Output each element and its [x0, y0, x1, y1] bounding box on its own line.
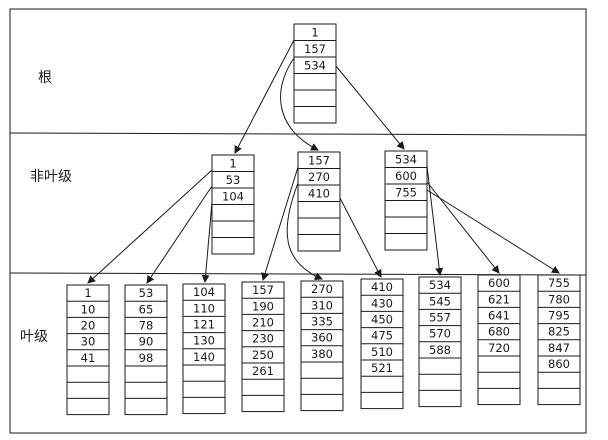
leaf-node-9: 755 780 795 825 847 860 [537, 274, 581, 406]
key-cell: 410 [371, 280, 393, 294]
key-cell: 680 [488, 325, 510, 339]
key-cell: 1 [229, 156, 236, 170]
arrow-root-to-intermediate-2 [280, 57, 319, 151]
key-cell: 335 [311, 315, 333, 329]
key-cell: 20 [81, 319, 96, 333]
key-cell: 600 [395, 169, 417, 183]
key-cell: 98 [139, 351, 154, 365]
key-cell: 755 [395, 185, 417, 199]
leaf-node-4: 157 190 210 230 250 261 [241, 281, 285, 413]
nodes-layer: 1157534153104157270410534600755110203041… [66, 23, 581, 416]
key-cell: 121 [193, 318, 215, 332]
arrow-inter1-to-leaf-2 [146, 185, 213, 284]
key-cell: 53 [139, 286, 154, 300]
key-cell: 90 [139, 335, 154, 349]
arrow-inter2-to-leaf-4 [261, 166, 299, 281]
key-cell: 270 [308, 170, 330, 184]
key-cell: 140 [193, 350, 215, 364]
key-cell: 720 [488, 341, 510, 355]
arrow-root-to-intermediate-1 [234, 39, 295, 154]
key-cell: 795 [548, 309, 570, 323]
key-cell: 430 [371, 296, 393, 310]
key-cell: 10 [81, 302, 96, 316]
key-cell: 104 [222, 189, 244, 203]
key-cell: 534 [304, 58, 326, 72]
arrow-inter2-to-leaf-6 [339, 197, 382, 278]
key-cell: 230 [252, 332, 274, 346]
key-cell: 847 [548, 341, 570, 355]
key-cell: 621 [488, 292, 510, 306]
key-cell: 1 [311, 25, 318, 39]
arrows-layer [87, 39, 560, 284]
key-cell: 641 [488, 309, 510, 323]
intermediate-node-2: 157 270 410 [297, 151, 341, 252]
arrow-inter2-to-leaf-5 [286, 182, 323, 280]
key-cell: 534 [429, 278, 451, 292]
arrow-root-to-intermediate-3 [335, 65, 405, 150]
outer-frame [9, 8, 587, 434]
key-cell: 860 [548, 357, 570, 371]
arrow-inter3-to-leaf-7 [426, 165, 444, 276]
key-cell: 250 [252, 348, 274, 362]
level-label-root: 根 [38, 70, 52, 86]
key-cell: 30 [81, 335, 96, 349]
key-cell: 110 [193, 301, 215, 315]
key-cell: 360 [311, 331, 333, 345]
key-cell: 190 [252, 299, 274, 313]
key-cell: 78 [139, 319, 154, 333]
key-cell: 600 [488, 276, 510, 290]
key-cell: 1 [84, 286, 91, 300]
root-node: 1 157 534 [293, 23, 337, 124]
leaf-node-2: 53 65 78 90 98 [124, 284, 168, 416]
level-label-intermediate: 非叶级 [30, 169, 72, 185]
key-cell: 588 [429, 343, 451, 357]
leaf-node-8: 600 621 641 680 720 [477, 274, 521, 406]
level-label-leaf: 叶级 [20, 329, 48, 345]
key-cell: 450 [371, 313, 393, 327]
key-cell: 570 [429, 327, 451, 341]
key-cell: 53 [226, 173, 241, 187]
key-cell: 380 [311, 347, 333, 361]
key-cell: 475 [371, 329, 393, 343]
key-cell: 557 [429, 311, 451, 325]
key-cell: 65 [139, 302, 154, 316]
key-cell: 780 [548, 292, 570, 306]
arrow-inter3-to-leaf-9 [426, 189, 560, 274]
leaf-node-3: 104 110 121 130 140 [182, 283, 226, 415]
leaf-node-7: 534 545 557 570 588 [418, 276, 462, 408]
key-cell: 157 [304, 42, 326, 56]
key-cell: 510 [371, 345, 393, 359]
intermediate-node-1: 1 53 104 [211, 154, 255, 255]
key-cell: 310 [311, 298, 333, 312]
key-cell: 157 [308, 153, 330, 167]
intermediate-node-3: 534 600 755 [384, 150, 428, 251]
key-cell: 261 [252, 364, 274, 378]
key-cell: 534 [395, 152, 417, 166]
key-cell: 104 [193, 285, 215, 299]
key-cell: 410 [308, 186, 330, 200]
leaf-node-6: 410 430 450 475 510 521 [360, 278, 404, 410]
key-cell: 825 [548, 325, 570, 339]
divider-root-intermediate [9, 132, 587, 136]
key-cell: 157 [252, 283, 274, 297]
key-cell: 545 [429, 294, 451, 308]
key-cell: 521 [371, 361, 393, 375]
key-cell: 41 [81, 351, 96, 365]
arrow-inter1-to-leaf-3 [201, 201, 213, 283]
key-cell: 270 [311, 282, 333, 296]
key-cell: 210 [252, 316, 274, 330]
leaf-node-5: 270 310 335 360 380 [300, 280, 344, 412]
leaf-node-1: 1 10 20 30 41 [66, 284, 110, 416]
arrow-inter1-to-leaf-1 [87, 169, 213, 284]
key-cell: 130 [193, 334, 215, 348]
key-cell: 755 [548, 276, 570, 290]
